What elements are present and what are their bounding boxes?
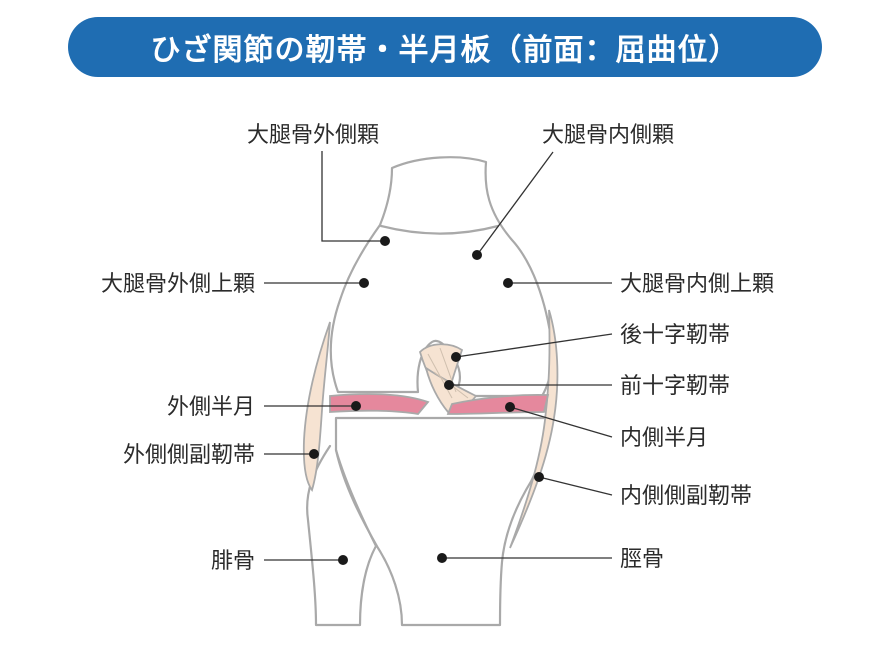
fibula-outline	[306, 444, 378, 627]
dot-mcl	[534, 472, 544, 482]
label-medial-condyle: 大腿骨内側顆	[542, 123, 674, 148]
dot-lcl	[309, 449, 319, 459]
lateral-meniscus	[329, 393, 430, 415]
label-mcl: 内側側副靭帯	[620, 484, 752, 509]
dot-lateral-epicondyle	[359, 278, 369, 288]
label-acl: 前十字靭帯	[620, 374, 730, 399]
title-banner: ひざ関節の靭帯・半月板（前面：屈曲位）	[68, 17, 822, 77]
dot-pcl	[451, 352, 461, 362]
label-lcl: 外側側副靭帯	[123, 443, 255, 468]
dot-lateral-condyle	[380, 236, 390, 246]
tibia-outline	[334, 416, 548, 627]
dot-medial-meniscus	[505, 402, 515, 412]
label-fibula: 腓骨	[211, 549, 255, 574]
diagram-title: ひざ関節の靭帯・半月板（前面：屈曲位）	[150, 33, 740, 68]
dot-lateral-meniscus	[351, 401, 361, 411]
label-medial-meniscus: 内側半月	[620, 426, 708, 451]
label-lateral-condyle: 大腿骨外側顆	[247, 123, 379, 148]
dot-tibia	[437, 553, 447, 563]
dot-medial-epicondyle	[503, 278, 513, 288]
label-tibia: 脛骨	[620, 547, 664, 572]
dot-fibula	[338, 555, 348, 565]
label-lateral-epicondyle: 大腿骨外側上顆	[101, 272, 255, 297]
label-lateral-meniscus: 外側半月	[167, 395, 255, 420]
medial-meniscus	[446, 393, 550, 415]
label-pcl: 後十字靭帯	[620, 323, 730, 348]
femur-inner-contour	[379, 224, 500, 235]
dot-acl	[444, 380, 454, 390]
dot-medial-condyle	[472, 250, 482, 260]
label-medial-epicondyle: 大腿骨内側上顆	[620, 272, 774, 297]
medial-collateral-ligament	[509, 309, 559, 549]
